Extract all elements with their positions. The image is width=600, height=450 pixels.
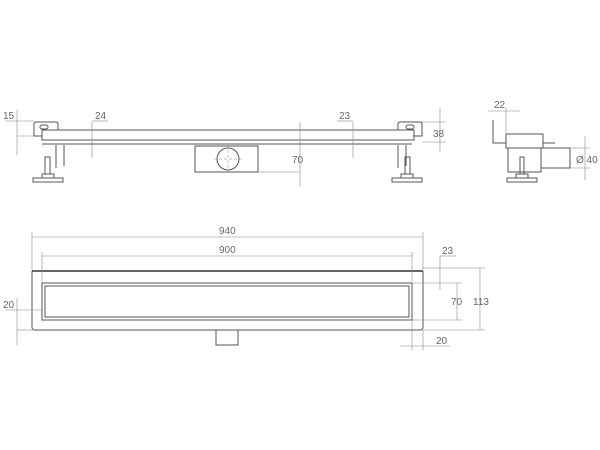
plan-view: 940 900 23 70 113 20 20 <box>3 226 489 350</box>
grate-inner <box>44 285 410 318</box>
grate-outer <box>41 282 413 321</box>
left-foot <box>32 145 65 183</box>
dim-23-plan: 23 <box>442 246 454 257</box>
dim-22: 22 <box>494 100 506 111</box>
dim-940: 940 <box>219 226 236 237</box>
sump-box <box>194 145 259 173</box>
dim-15: 15 <box>3 111 15 122</box>
dim-38: 38 <box>433 129 445 140</box>
dim-20-left: 20 <box>3 300 15 311</box>
dim-900: 900 <box>219 245 236 256</box>
plan-outline <box>31 271 424 331</box>
dim-113: 113 <box>473 297 489 308</box>
right-slot <box>405 124 415 130</box>
left-bracket <box>33 121 59 137</box>
dim-20-right: 20 <box>436 336 448 347</box>
end-outlet <box>540 147 571 169</box>
right-foot <box>391 145 423 183</box>
dim-70-plan: 70 <box>451 297 463 308</box>
dim-24: 24 <box>95 111 107 122</box>
dim-23: 23 <box>339 111 351 122</box>
plan-outlet <box>215 329 239 346</box>
right-bracket <box>397 121 423 137</box>
end-flange <box>492 120 506 144</box>
channel-body <box>41 129 415 141</box>
end-view: 22 Ø 40 <box>488 100 598 183</box>
left-slot <box>39 124 49 130</box>
dim-diameter-40: Ø 40 <box>576 155 598 166</box>
dim-70: 70 <box>292 155 304 166</box>
end-top <box>505 133 544 149</box>
side-view: 15 24 23 70 38 <box>3 108 446 186</box>
